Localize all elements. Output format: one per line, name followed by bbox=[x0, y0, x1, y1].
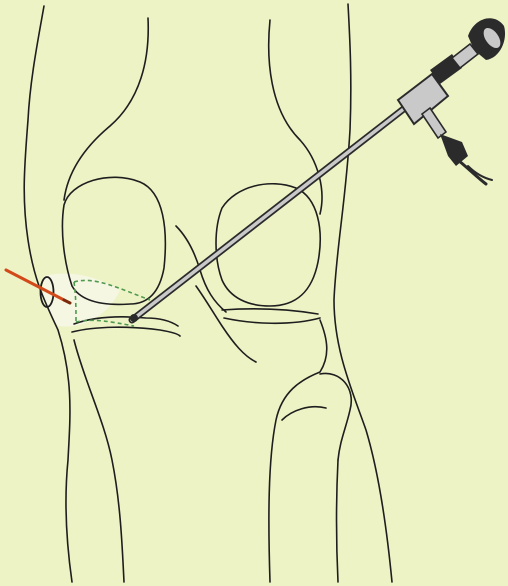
knee-diagram-svg bbox=[0, 0, 508, 586]
knee-diagram bbox=[0, 0, 508, 586]
